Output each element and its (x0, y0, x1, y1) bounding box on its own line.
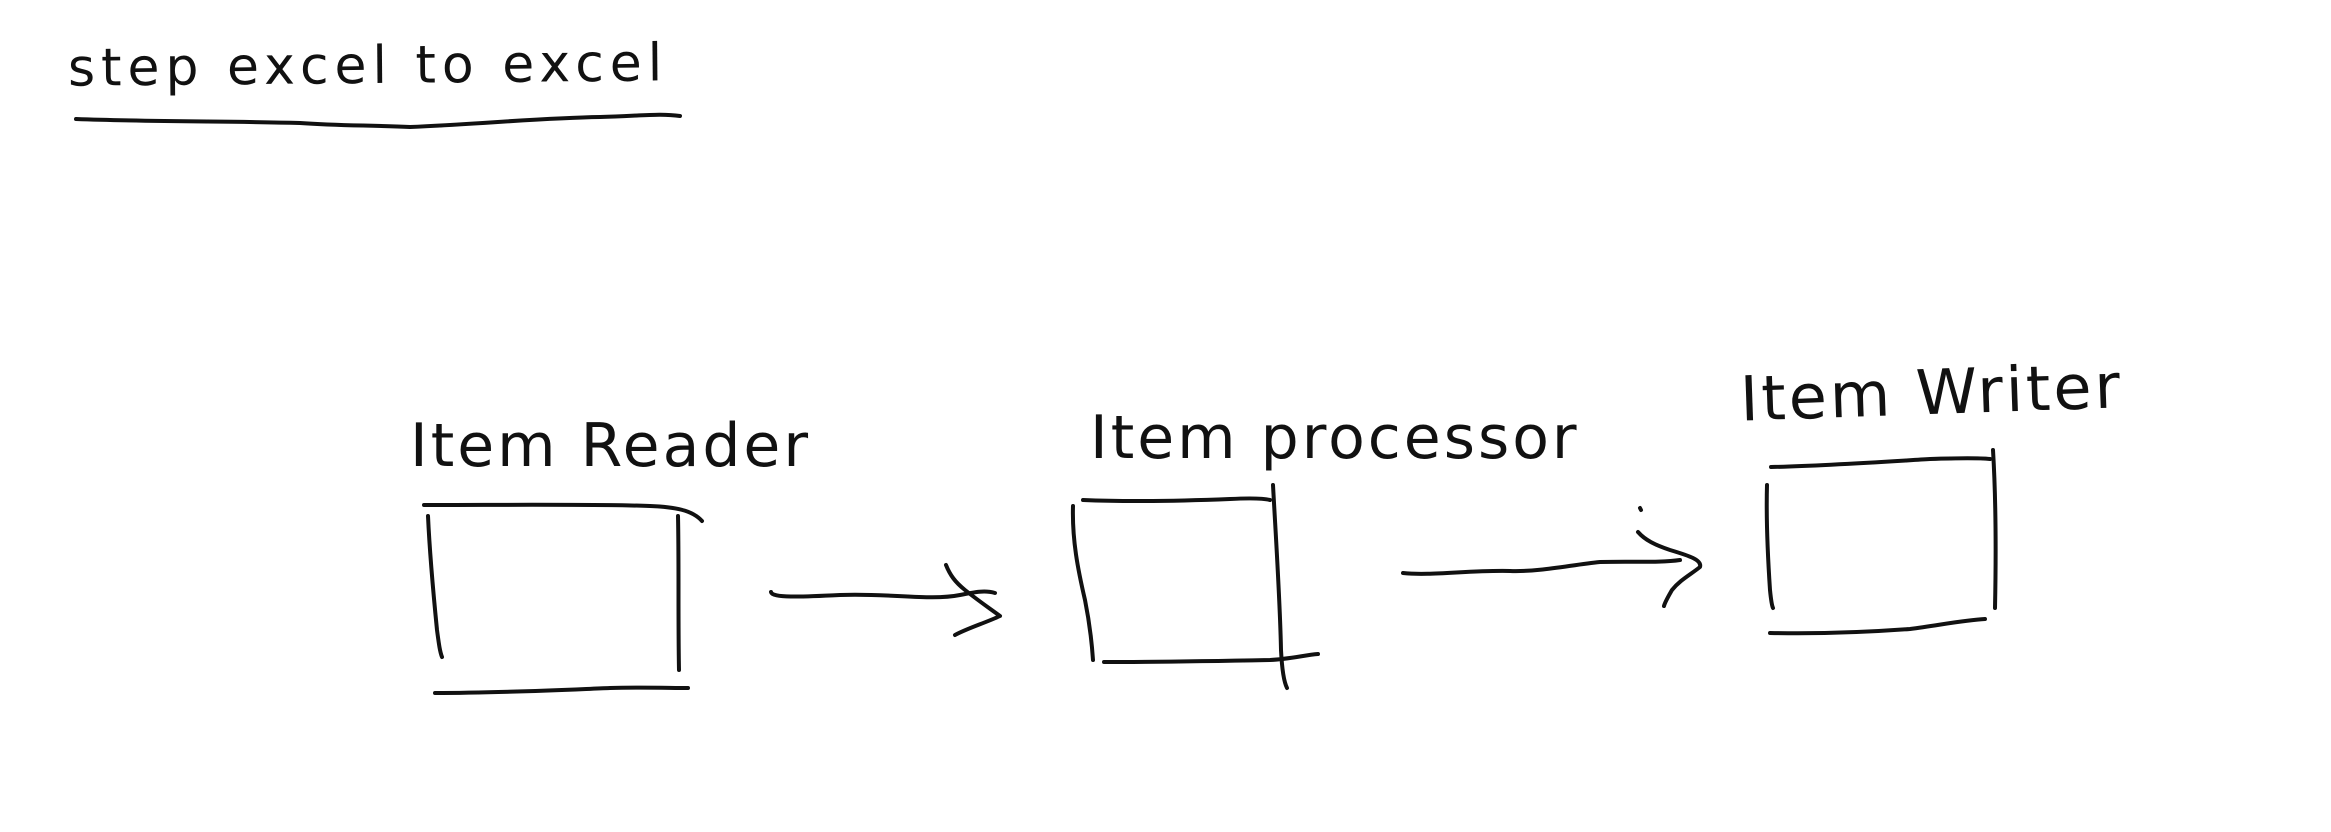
item-processor-box (1070, 483, 1320, 690)
item-reader-box-left (426, 514, 444, 659)
arrow-reader-to-processor (769, 563, 1002, 637)
item-writer-box-left (1764, 483, 1775, 610)
item-reader-box-bottom (433, 685, 690, 695)
title-underline (74, 112, 682, 129)
item-writer-box (1764, 448, 1998, 636)
item-reader-label: Item Reader (410, 411, 811, 481)
item-processor-box-left (1070, 504, 1095, 662)
item-writer-box-top (1769, 456, 1992, 469)
item-reader-box-top (422, 502, 704, 523)
item-processor-label: Item processor (1090, 403, 1580, 473)
arrow-shaft (769, 589, 997, 600)
arrow-dot (1638, 506, 1643, 512)
item-reader-box (422, 502, 704, 695)
item-writer-box-bottom (1768, 617, 1987, 636)
arrow-shaft (1401, 558, 1682, 576)
item-processor-box-right (1271, 483, 1289, 690)
item-processor-box-top (1081, 496, 1272, 504)
arrow-head (1636, 530, 1703, 608)
item-reader-box-right (676, 514, 681, 672)
arrow-head (944, 563, 1002, 637)
item-writer-box-right (1991, 448, 1998, 610)
arrow-processor-to-writer (1401, 506, 1703, 608)
item-processor-box-bottom (1102, 652, 1320, 664)
